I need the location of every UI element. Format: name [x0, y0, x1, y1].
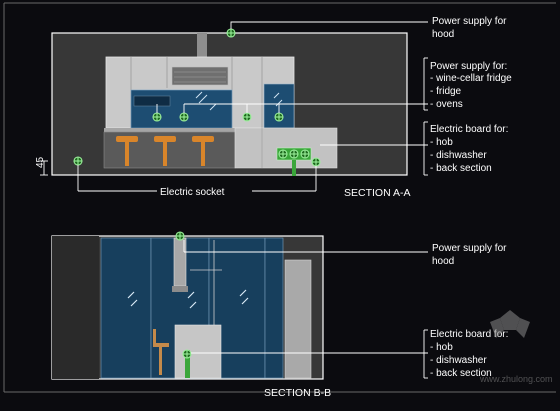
- hood-power-marker-a: [226, 28, 236, 38]
- section-b-left-column: [52, 236, 99, 379]
- electric-board-item-a-2: - dishwasher: [430, 150, 487, 161]
- appliance-power-item-2: - fridge: [430, 86, 462, 97]
- appliance-power-item-3: - ovens: [430, 99, 463, 110]
- hood-power-marker-b: [175, 231, 185, 241]
- glass-panel-1: [100, 237, 152, 379]
- counter-top: [104, 128, 337, 132]
- glass-backsplash: [130, 89, 233, 129]
- island-counter: [174, 324, 222, 379]
- section-b-title: SECTION B-B: [264, 387, 331, 399]
- bar-stools: [116, 136, 214, 166]
- appliance-power-title: Power supply for:: [430, 61, 507, 72]
- bar-stool-b: [153, 329, 169, 375]
- fridge-power-marker-2: [274, 112, 284, 122]
- watermark-text: www.zhulong.com: [479, 374, 553, 384]
- hood-duct: [197, 33, 207, 67]
- electric-board-item-a-3: - back section: [430, 163, 492, 174]
- section-a-leaders: [40, 21, 428, 192]
- drawing-frame: [3, 2, 556, 393]
- watermark: www.zhulong.com: [479, 310, 553, 384]
- board-marker-3: [300, 149, 310, 159]
- oven-power-marker: [152, 112, 162, 122]
- electric-board-title-a: Electric board for:: [430, 124, 508, 135]
- socket-marker-right: [311, 157, 321, 167]
- electric-board-item-b-3: - back section: [430, 368, 492, 379]
- electric-board-item-b-2: - dishwasher: [430, 355, 487, 366]
- section-a-drawing: [51, 32, 408, 176]
- board-marker-1: [278, 149, 288, 159]
- section-a-dimension: 45: [35, 156, 46, 168]
- section-b-leaders: [183, 240, 428, 379]
- socket-label: Electric socket: [160, 187, 225, 198]
- section-a-title: SECTION A-A: [344, 187, 411, 199]
- electric-board-title-b: Electric board for:: [430, 329, 508, 340]
- hood-power-label-b-line2: hood: [432, 256, 454, 267]
- cooker-hood: [171, 66, 229, 86]
- section-b-markers: [175, 231, 192, 359]
- electric-board-item-b-1: - hob: [430, 342, 453, 353]
- fridge-power-marker: [179, 112, 189, 122]
- tall-cabinet: [284, 259, 312, 379]
- hood-power-label-a-line1: Power supply for: [432, 16, 507, 27]
- hood-power-label-b-line1: Power supply for: [432, 243, 507, 254]
- socket-marker-left: [73, 156, 83, 166]
- watermark-logo: [490, 310, 530, 338]
- glass-panel-4: [264, 237, 284, 379]
- section-a-labels: 45 Electric socket SECTION A-A Power sup…: [35, 16, 512, 199]
- board-marker-2: [289, 149, 299, 159]
- section-b-labels: SECTION B-B Power supply for hood Electr…: [264, 243, 508, 399]
- wine-fridge-power-marker: [242, 112, 252, 122]
- appliance-power-item-1: - wine-cellar fridge: [430, 73, 512, 84]
- board-marker-b: [182, 349, 192, 359]
- section-b-drawing: [51, 235, 324, 380]
- hood-power-label-a-line2: hood: [432, 29, 454, 40]
- electric-board-item-a-1: - hob: [430, 137, 453, 148]
- electric-board-post: [185, 350, 190, 378]
